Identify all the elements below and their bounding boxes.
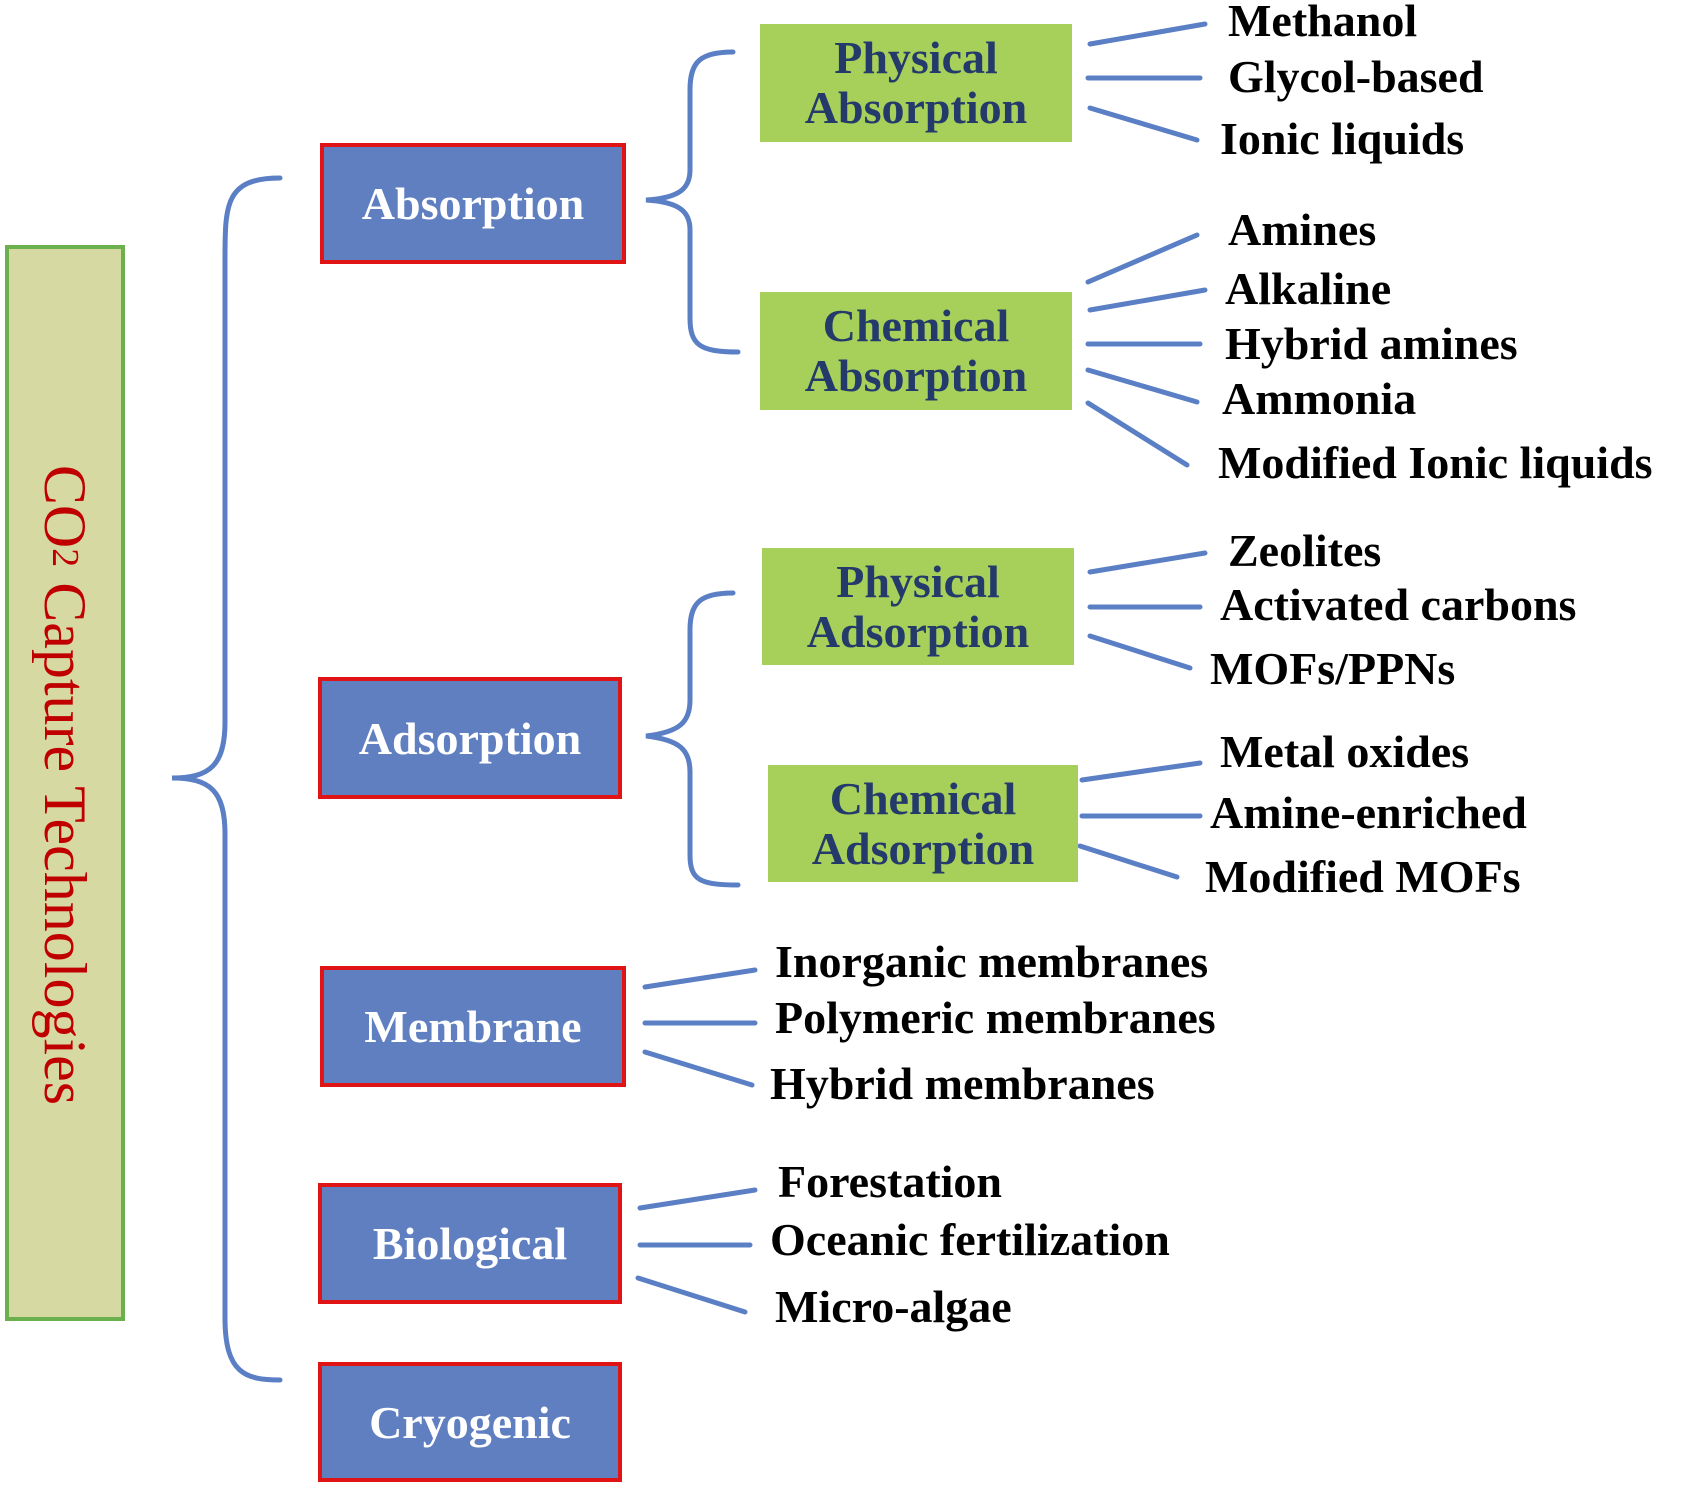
leaf-item: Oceanic fertilization [770, 1214, 1170, 1265]
leaf-item: Polymeric membranes [775, 992, 1216, 1043]
subcategory-physical-adsorption: Physical Adsorption [762, 548, 1074, 665]
category-cryogenic: Cryogenic [318, 1362, 622, 1482]
root-brace [171, 175, 283, 1383]
subcategory-chemical-adsorption: Chemical Adsorption [768, 765, 1078, 882]
leaf-item: Hybrid amines [1225, 318, 1518, 369]
leaf-item: Activated carbons [1220, 579, 1577, 630]
leaf-item: Forestation [778, 1156, 1003, 1207]
subcategory-physical-absorption: Physical Absorption [760, 24, 1072, 142]
absorption-brace [645, 49, 741, 355]
leaf-item: Micro-algae [775, 1281, 1012, 1332]
leaf-item: Modified Ionic liquids [1218, 437, 1653, 488]
root-box [5, 245, 125, 1321]
leaf-item: Ammonia [1222, 373, 1417, 424]
leaf-item: Modified MOFs [1205, 851, 1521, 902]
category-membrane: Membrane [320, 966, 626, 1087]
leaf-item: Glycol-based [1228, 51, 1484, 102]
adsorption-brace [645, 590, 741, 888]
category-absorption: Absorption [320, 143, 626, 264]
leaf-item: Hybrid membranes [770, 1058, 1155, 1109]
leaf-item: Methanol [1228, 0, 1418, 46]
leaf-item: Alkaline [1225, 263, 1392, 314]
leaf-item: Amine-enriched [1210, 787, 1527, 838]
leaf-item: Metal oxides [1220, 726, 1470, 777]
leaf-item: Amines [1228, 204, 1377, 255]
category-adsorption: Adsorption [318, 677, 622, 799]
category-biological: Biological [318, 1183, 622, 1304]
leaf-item: Zeolites [1228, 525, 1382, 576]
leaf-item: Inorganic membranes [775, 936, 1209, 987]
subcategory-chemical-absorption: Chemical Absorption [760, 292, 1072, 410]
leaf-item: MOFs/PPNs [1210, 643, 1456, 694]
leaf-item: Ionic liquids [1220, 113, 1465, 164]
